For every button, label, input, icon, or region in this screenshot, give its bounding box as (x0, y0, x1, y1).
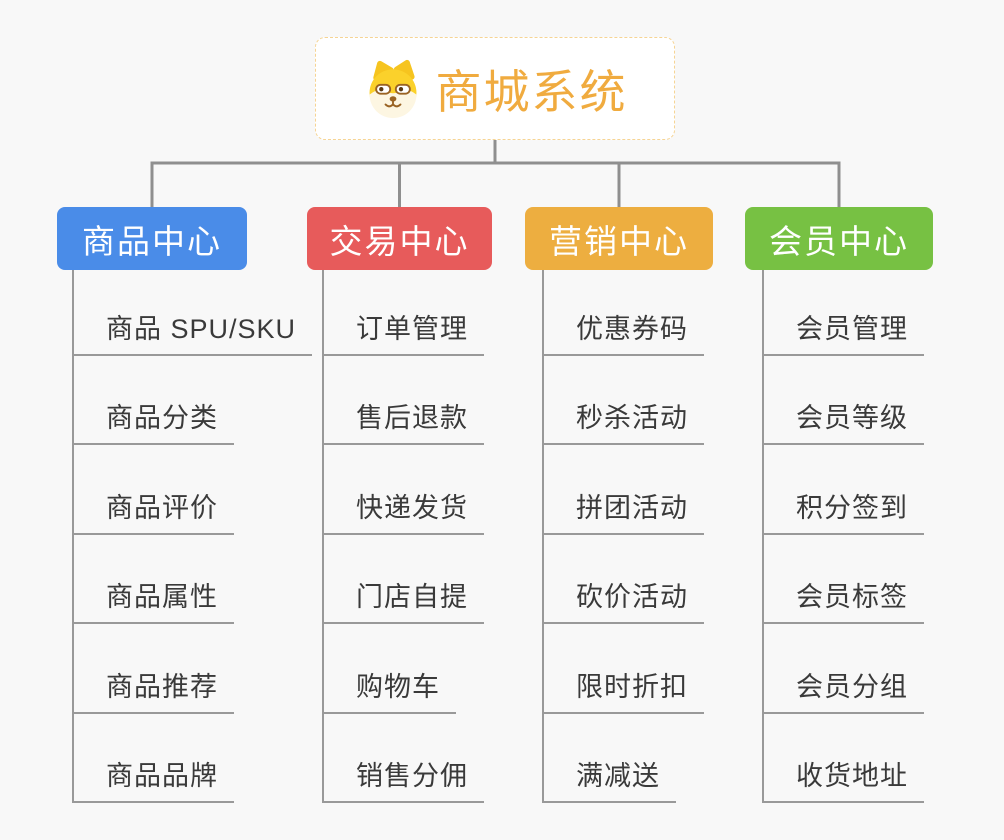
child-topic[interactable]: 商品 SPU/SKU (72, 312, 313, 356)
child-topic[interactable]: 购物车 (322, 670, 456, 714)
root-title: 商城系统 (435, 65, 628, 118)
branch-label: 交易中心 (329, 222, 470, 260)
child-topic[interactable]: 快递发货 (322, 491, 484, 535)
child-topic[interactable]: 秒杀活动 (542, 401, 704, 445)
branch-label: 商品中心 (82, 222, 222, 260)
child-topic[interactable]: 优惠券码 (542, 312, 704, 356)
child-topic[interactable]: 会员等级 (762, 401, 924, 445)
child-topic[interactable]: 商品品牌 (72, 759, 234, 803)
child-topic[interactable]: 订单管理 (322, 312, 484, 356)
child-topic[interactable]: 售后退款 (322, 401, 484, 445)
child-topic[interactable]: 商品评价 (72, 491, 234, 535)
dog-face-icon (369, 59, 416, 118)
child-topic[interactable]: 销售分佣 (322, 759, 484, 803)
child-topic[interactable]: 门店自提 (322, 580, 484, 624)
child-topic[interactable]: 满减送 (542, 759, 676, 803)
child-topic[interactable]: 砍价活动 (542, 580, 704, 624)
branch-label: 营销中心 (549, 222, 689, 260)
root-node[interactable]: 商城系统 (315, 37, 675, 140)
branch-node-2[interactable]: 交易中心 (307, 207, 492, 270)
child-topic[interactable]: 积分签到 (762, 491, 924, 535)
child-topic[interactable]: 商品推荐 (72, 670, 234, 714)
branch-node-4[interactable]: 会员中心 (745, 207, 933, 270)
branch-node-3[interactable]: 营销中心 (525, 207, 713, 270)
child-topic[interactable]: 商品属性 (72, 580, 234, 624)
child-topic[interactable]: 会员标签 (762, 580, 924, 624)
child-topic[interactable]: 会员管理 (762, 312, 924, 356)
child-topic[interactable]: 会员分组 (762, 670, 924, 714)
child-topic[interactable]: 限时折扣 (542, 670, 704, 714)
child-topic[interactable]: 商品分类 (72, 401, 234, 445)
branch-label: 会员中心 (769, 222, 909, 260)
branch-node-1[interactable]: 商品中心 (57, 207, 247, 270)
child-topic[interactable]: 收货地址 (762, 759, 924, 803)
child-topic[interactable]: 拼团活动 (542, 491, 704, 535)
